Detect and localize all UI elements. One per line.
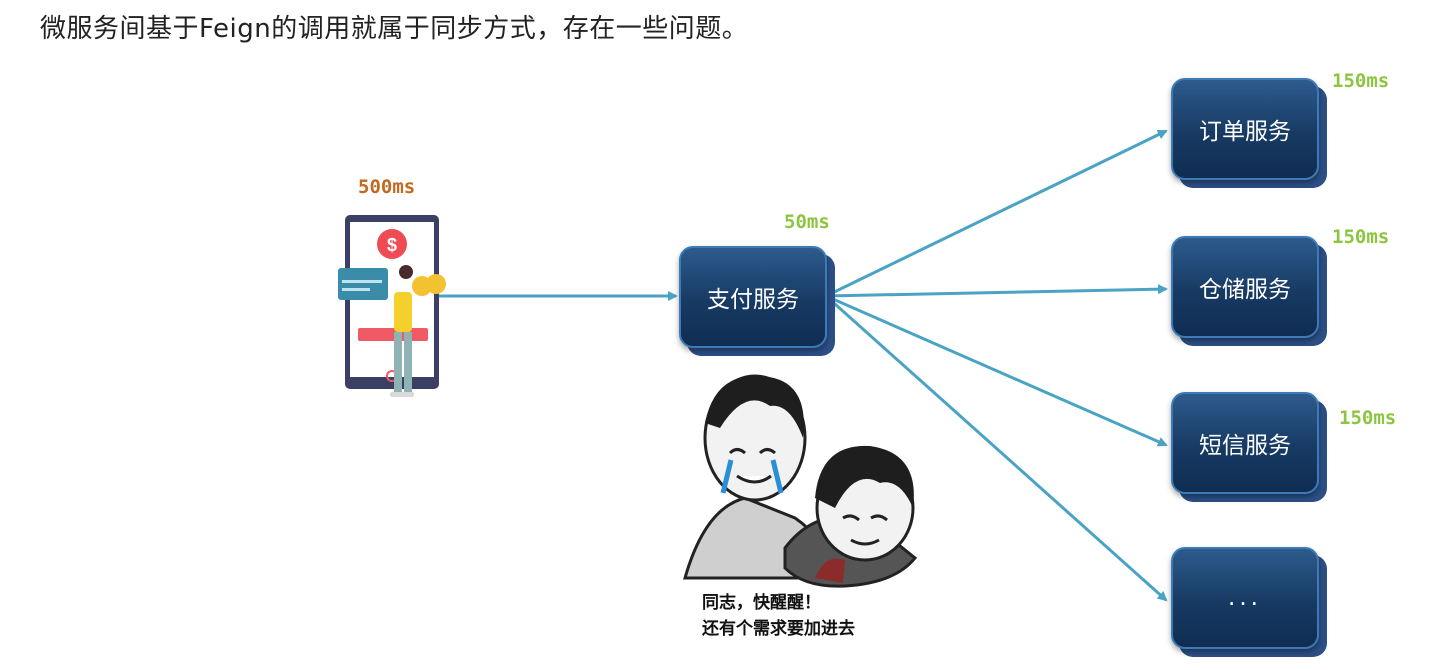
client-latency: 500ms	[358, 176, 416, 198]
arrow-payment-to-more	[825, 294, 1168, 602]
more-services-label: ...	[1171, 547, 1319, 649]
payment-service-label: 支付服务	[679, 246, 827, 348]
sms-latency: 150ms	[1339, 407, 1397, 429]
storage-service-label: 仓储服务	[1171, 236, 1319, 338]
arrow-payment-to-storage	[825, 284, 1168, 298]
meme-caption-line2: 还有个需求要加进去	[702, 619, 855, 639]
phone-payment-illustration: $	[338, 215, 446, 397]
more-services-box: ...	[1171, 547, 1327, 657]
svg-text:$: $	[387, 235, 397, 255]
arrow-payment-to-sms	[825, 294, 1168, 447]
sms-service-box: 短信服务	[1171, 392, 1327, 502]
arrow-payment-to-order	[825, 129, 1168, 298]
payment-latency: 50ms	[784, 211, 830, 233]
page-title: 微服务间基于Feign的调用就属于同步方式，存在一些问题。	[40, 14, 749, 44]
payment-service-box: 支付服务	[679, 246, 835, 356]
order-latency: 150ms	[1332, 70, 1390, 92]
storage-latency: 150ms	[1332, 226, 1390, 248]
order-service-label: 订单服务	[1171, 78, 1319, 180]
order-service-box: 订单服务	[1171, 78, 1327, 188]
meme-caption: 同志，快醒醒！ 还有个需求要加进去	[702, 590, 855, 642]
storage-service-box: 仓储服务	[1171, 236, 1327, 346]
sms-service-label: 短信服务	[1171, 392, 1319, 494]
meme-caption-line1: 同志，快醒醒！	[702, 593, 821, 613]
meme-illustration	[683, 374, 918, 588]
